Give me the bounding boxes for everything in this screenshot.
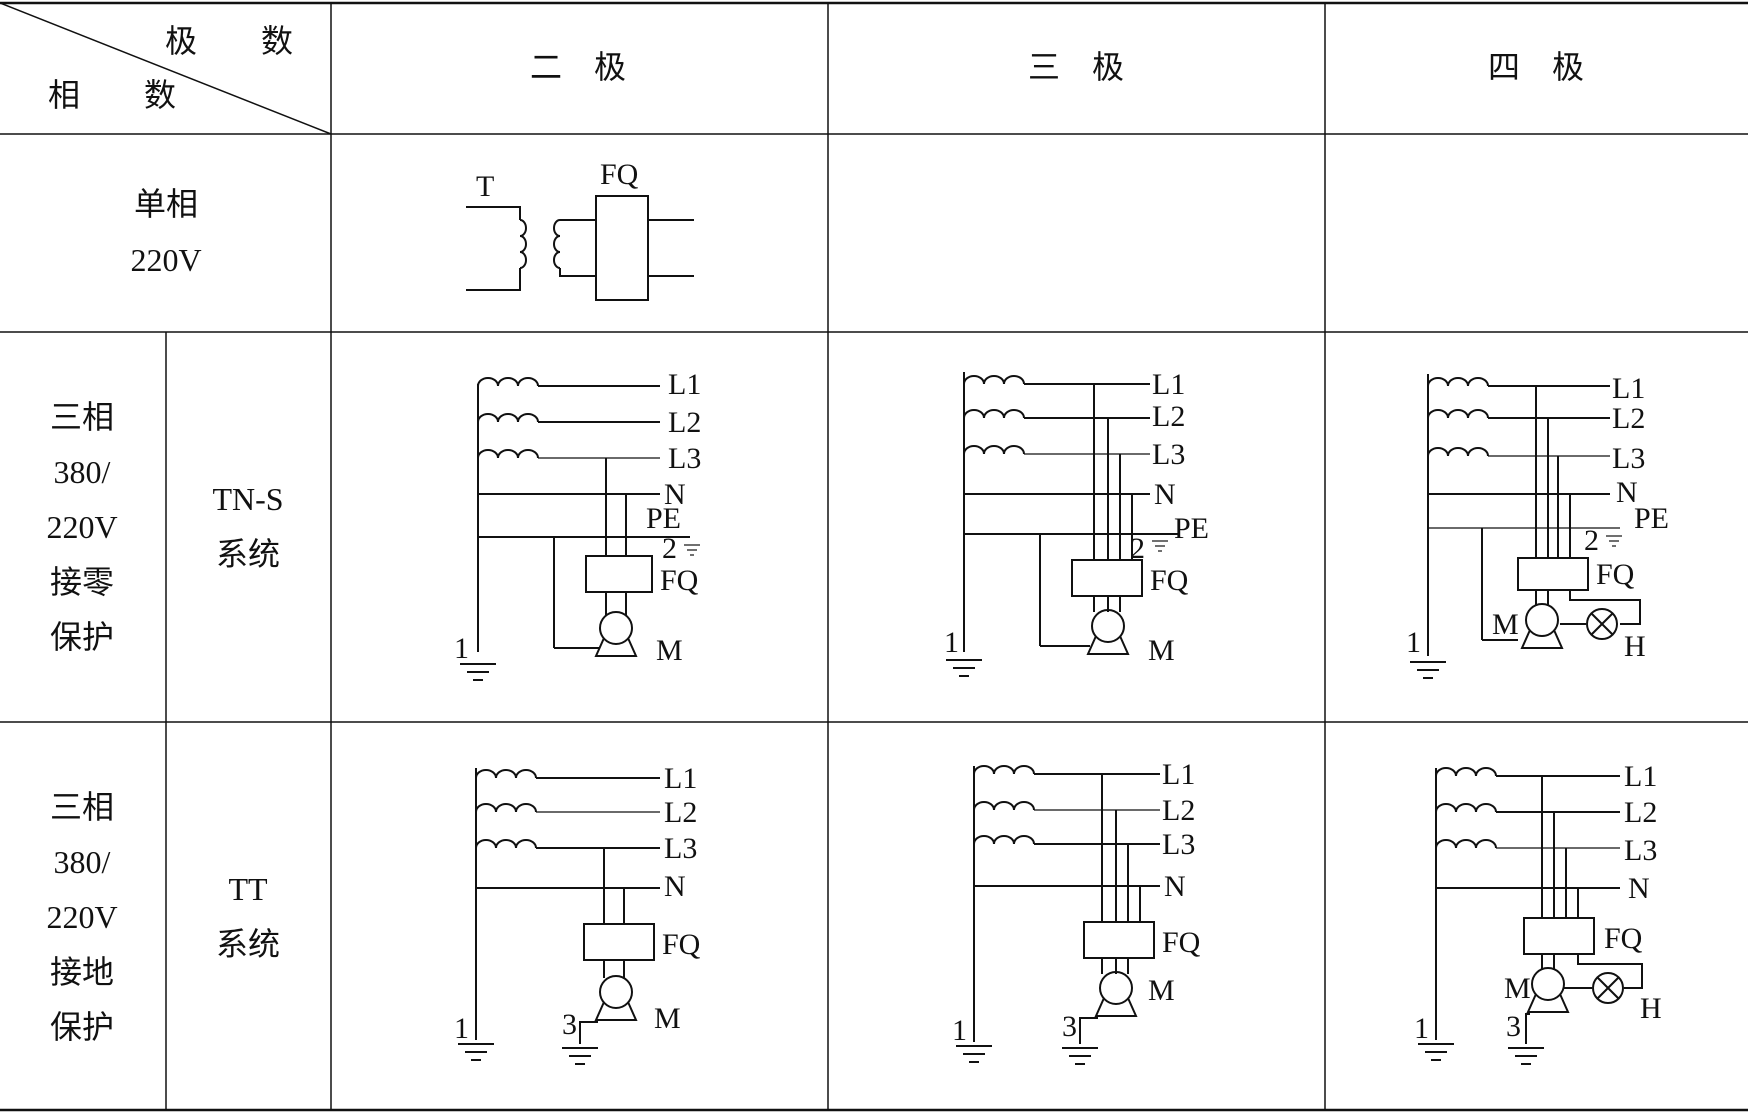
breaker-label: FQ xyxy=(1150,564,1189,597)
ground-number: 1 xyxy=(1414,1012,1429,1045)
line-label: L2 xyxy=(1152,400,1185,433)
ground-number: 1 xyxy=(952,1014,967,1047)
line-label: L3 xyxy=(1624,834,1657,867)
single-phase-label: 单相 xyxy=(134,186,198,222)
lamp-label: H xyxy=(1640,992,1662,1025)
row-label-line: 保护 xyxy=(50,619,114,655)
ground-number: 2 xyxy=(662,532,677,565)
col-header-4pole: 四 极 xyxy=(1488,49,1584,85)
line-label: N xyxy=(1616,476,1638,509)
motor-label: M xyxy=(1148,634,1175,667)
motor-label: M xyxy=(1492,608,1519,641)
tt-system-suffix: 系统 xyxy=(216,926,280,962)
breaker-box xyxy=(1517,557,1589,591)
breaker-label: FQ xyxy=(660,564,699,597)
breaker-label: FQ xyxy=(1162,926,1201,959)
ground-number: 2 xyxy=(1584,524,1599,557)
tt-2pole-diagram: L1 L2 L3 N FQ M 3 1 xyxy=(454,762,701,1065)
line-label: L1 xyxy=(1624,760,1657,793)
tns-3pole-diagram: L1 L2 L3 N PE 2 FQ M 1 xyxy=(944,368,1209,677)
line-label: L2 xyxy=(1612,402,1645,435)
line-label: L1 xyxy=(664,762,697,795)
lamp-label: H xyxy=(1624,630,1646,663)
breaker-box xyxy=(595,195,649,301)
row-label-line: 接地 xyxy=(50,954,114,990)
line-label: L2 xyxy=(1624,796,1657,829)
row-label-line: 220V xyxy=(46,899,117,935)
ground-number: 1 xyxy=(944,626,959,659)
row-label-line: 三相 xyxy=(50,789,114,825)
ground-number: 1 xyxy=(454,1012,469,1045)
motor-label: M xyxy=(1148,974,1175,1007)
breaker-box xyxy=(583,923,655,961)
tns-system-suffix: 系统 xyxy=(216,536,280,572)
row-label-line: 三相 xyxy=(50,399,114,435)
motor-label: M xyxy=(656,634,683,667)
line-label: L1 xyxy=(668,368,701,401)
line-label: L3 xyxy=(668,442,701,475)
ground-number: 1 xyxy=(454,632,469,665)
line-label: L2 xyxy=(664,796,697,829)
breaker-box xyxy=(1083,921,1155,959)
line-label: PE xyxy=(1174,512,1209,545)
tt-4pole-diagram: L1 L2 L3 N FQ M H 3 1 xyxy=(1414,760,1662,1065)
line-label: L3 xyxy=(664,832,697,865)
line-label: N xyxy=(1164,870,1186,903)
tns-4pole-diagram: L1 L2 L3 N PE 2 FQ M H 1 xyxy=(1406,372,1669,679)
line-label: L3 xyxy=(1612,442,1645,475)
line-label: N xyxy=(664,478,686,511)
ground-number: 3 xyxy=(1062,1010,1077,1043)
motor-label: M xyxy=(1504,972,1531,1005)
single-phase-voltage: 220V xyxy=(130,242,201,278)
single-phase-diagram: T FQ xyxy=(466,158,694,301)
tt-system-label: TT xyxy=(228,871,268,907)
row-label-line: 380/ xyxy=(54,844,111,880)
breaker-label: FQ xyxy=(1596,558,1635,591)
tns-system-label: TN-S xyxy=(212,481,283,517)
line-label: L1 xyxy=(1162,758,1195,791)
row-label-line: 220V xyxy=(46,509,117,545)
tns-2pole-diagram: L1 L2 L3 N PE 2 FQ M 1 xyxy=(454,368,701,681)
row-label-line: 380/ xyxy=(54,454,111,490)
ground-number: 1 xyxy=(1406,626,1421,659)
breaker-label: FQ xyxy=(600,158,639,191)
breaker-box xyxy=(585,555,653,593)
breaker-label: FQ xyxy=(1604,922,1643,955)
line-label: N xyxy=(1628,872,1650,905)
ground-number: 3 xyxy=(562,1008,577,1041)
line-label: L3 xyxy=(1162,828,1195,861)
zero-protection-row-label: 三相 380/ 220V 接零 保护 xyxy=(46,399,117,655)
breaker-box xyxy=(1071,559,1143,597)
ground-number: 2 xyxy=(1130,532,1145,565)
line-label: L3 xyxy=(1152,438,1185,471)
breaker-box xyxy=(1523,917,1595,955)
transformer-label: T xyxy=(476,170,494,203)
ground-protection-row-label: 三相 380/ 220V 接地 保护 xyxy=(46,789,117,1045)
row-label-line: 接零 xyxy=(50,564,114,600)
line-label: L1 xyxy=(1152,368,1185,401)
line-label: PE xyxy=(1634,502,1669,535)
tt-3pole-diagram: L1 L2 L3 N FQ M 3 1 xyxy=(952,758,1201,1065)
header-diagonal xyxy=(0,2,332,135)
row-label-line: 保护 xyxy=(50,1009,114,1045)
corner-top-label: 极 数 xyxy=(165,23,293,59)
corner-bottom-label: 相 数 xyxy=(48,77,176,113)
breaker-label: FQ xyxy=(662,928,701,961)
ground-number: 3 xyxy=(1506,1010,1521,1043)
motor-label: M xyxy=(654,1002,681,1035)
line-label: PE xyxy=(646,502,681,535)
line-label: N xyxy=(1154,478,1176,511)
col-header-2pole: 二 极 xyxy=(530,49,626,85)
line-label: L2 xyxy=(668,406,701,439)
line-label: L2 xyxy=(1162,794,1195,827)
line-label: L1 xyxy=(1612,372,1645,405)
line-label: N xyxy=(664,870,686,903)
col-header-3pole: 三 极 xyxy=(1028,49,1124,85)
